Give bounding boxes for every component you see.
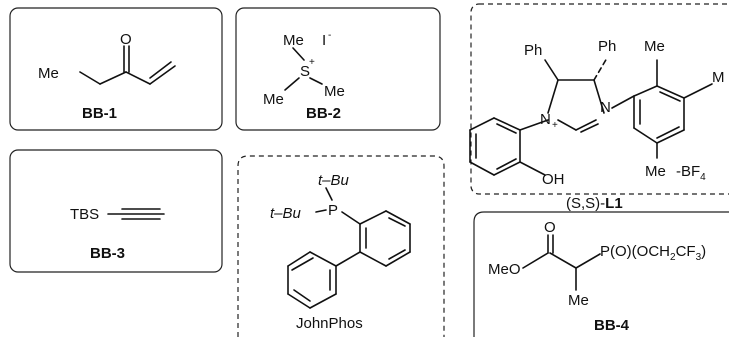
bb1-structure	[79, 45, 176, 85]
johnphos-box	[237, 155, 445, 337]
bb2-me-left-label: Me	[263, 91, 284, 108]
l1-caption: (S,S)-L1	[566, 195, 623, 212]
l1-me-bottom-label: Me	[645, 163, 666, 180]
bb2-me-top-label: Me	[283, 32, 304, 49]
l1-bf4-sub: 4	[700, 172, 706, 183]
bb3-code: BB-3	[90, 245, 125, 262]
l1-oh-label: OH	[542, 171, 565, 188]
bb4-p-tail: CF	[676, 243, 696, 260]
bb2-box	[235, 7, 441, 131]
bb3-structure	[107, 208, 165, 220]
johnphos-tbu-top-label: t–Bu	[318, 172, 350, 189]
johnphos-name: JohnPhos	[296, 315, 363, 332]
bb3-tbs-label: TBS	[70, 206, 99, 223]
l1-n-right-label: N	[600, 99, 611, 116]
l1-me-right-label: M	[712, 69, 725, 86]
l1-structure	[469, 57, 713, 176]
bb4-p-sub2: 3	[696, 252, 702, 263]
bb4-p-sub: 2	[670, 252, 676, 263]
bb2-iodide-charge: -	[328, 30, 331, 41]
l1-caption-code: L1	[605, 195, 623, 212]
bb4-o-label: O	[544, 219, 556, 236]
l1-me-top-label: Me	[644, 38, 665, 55]
bb1-me-label: Me	[38, 65, 59, 82]
bb1-code: BB-1	[82, 105, 117, 122]
bb1-o-label: O	[120, 31, 132, 48]
bb4-box	[473, 211, 729, 337]
l1-bf4-label: -BF4	[676, 163, 706, 183]
bb2-me-right-label: Me	[324, 83, 345, 100]
bb2-structure	[284, 47, 323, 91]
bb4-p-group-label: P(O)(OCH2CF3)	[600, 243, 706, 263]
bb2-s-charge: +	[309, 57, 315, 68]
bb2-s-label: S	[300, 63, 310, 80]
johnphos-tbu-left-label: t–Bu	[270, 205, 302, 222]
l1-ph-right-label: Ph	[598, 38, 616, 55]
johnphos-p-label: P	[328, 202, 338, 219]
l1-bf4-main: -BF	[676, 163, 700, 180]
bb4-code: BB-4	[594, 317, 630, 334]
bb4-p-close: )	[701, 243, 706, 260]
bb4-meo-label: MeO	[488, 261, 521, 278]
bb4-me-label: Me	[568, 292, 589, 309]
l1-box	[470, 3, 729, 195]
l1-n-charge: +	[552, 120, 558, 131]
bb2-iodide-label: I	[322, 32, 326, 49]
l1-caption-prefix: (S,S)-	[566, 195, 605, 212]
johnphos-structure	[287, 187, 411, 309]
bb4-structure	[522, 234, 601, 291]
bb2-code: BB-2	[306, 105, 341, 122]
l1-ph-left-label: Ph	[524, 42, 542, 59]
l1-n-left-label: N	[540, 111, 551, 128]
bb1-box	[9, 7, 223, 131]
bb4-p-group-main: P(O)(OCH	[600, 243, 670, 260]
bb3-box	[9, 149, 223, 273]
